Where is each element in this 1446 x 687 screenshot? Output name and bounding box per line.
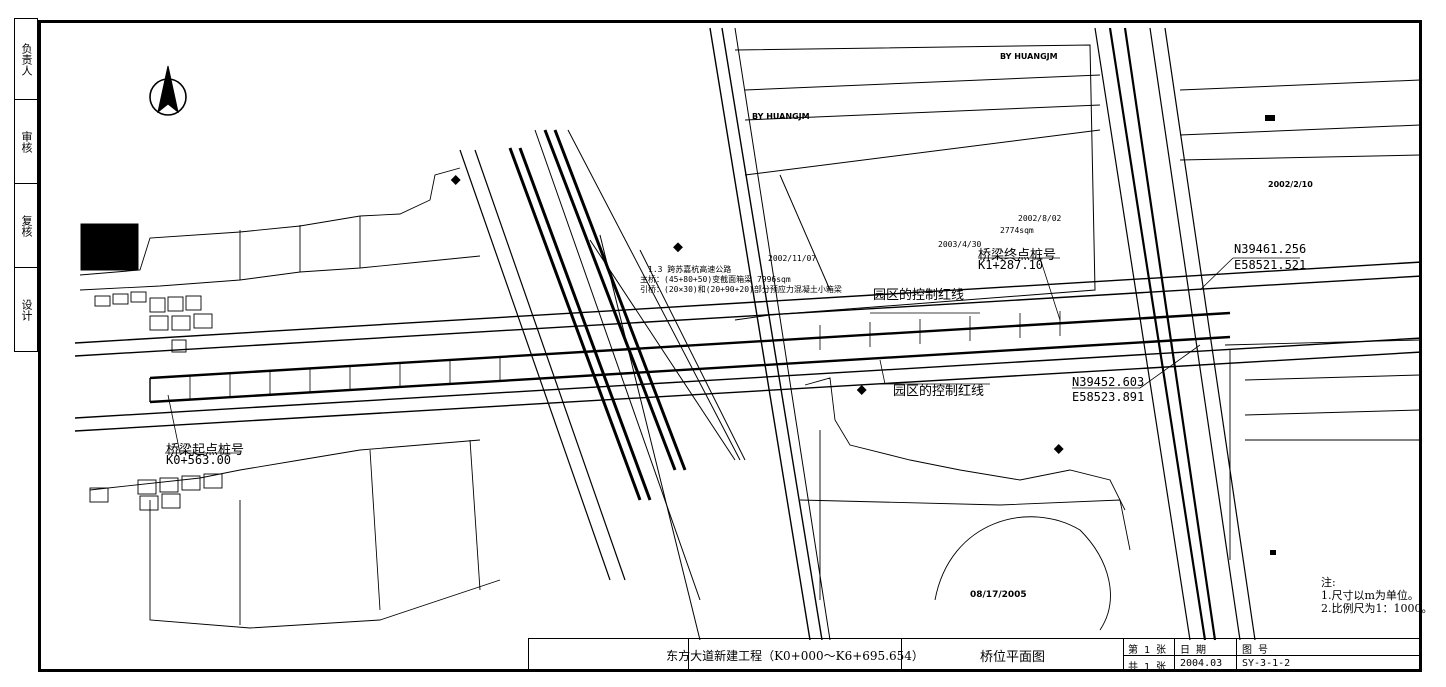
signature-cell-responsible: 负责人: [15, 19, 37, 99]
coordinate-north: N39452.603: [1072, 375, 1145, 389]
sheet-no-label: 第 1 张: [1128, 645, 1167, 656]
project-name: 东方大道新建工程（K0+000～K6+695.654）: [666, 639, 924, 672]
notes-block: 注: 1.尺寸以m为单位。 2.比例尺为1：1000。: [1321, 576, 1433, 615]
bridge-start-station: K0+563.00: [166, 453, 232, 467]
date-label: 08/17/2005: [970, 590, 1027, 600]
building-cluster: [89, 291, 223, 511]
title-block: 东方大道新建工程（K0+000～K6+695.654） 桥位平面图 第 1 张 …: [528, 638, 1421, 673]
date-value: 2004.03: [1180, 658, 1223, 669]
bridge-note: 主桥：(45+80+50)变截面箱梁 7996sqm: [640, 275, 791, 284]
redline-label-top: 园区的控制红线: [873, 288, 965, 303]
signature-label: 设计: [20, 299, 33, 321]
note-item: 1.尺寸以m为单位。: [1321, 589, 1419, 602]
note-item: 2.比例尺为1：1000。: [1321, 602, 1433, 615]
bridge-note: 1.3 跨苏嘉杭高速公路: [648, 265, 732, 274]
redline-label-bottom: 园区的控制红线: [893, 384, 985, 399]
building-block: [80, 223, 139, 271]
leader-lines: [165, 257, 1300, 454]
notes-title: 注:: [1321, 576, 1336, 589]
title-block-blank: [529, 639, 689, 672]
signature-label: 复核: [20, 215, 33, 237]
parcel-outlines: [734, 44, 1421, 441]
signature-cell-review: 审核: [15, 99, 37, 184]
bridge-end-station: K1+287.10: [978, 258, 1044, 272]
north-arrow-icon: [149, 65, 187, 116]
signature-column: 负责人 审核 复核 设计: [14, 18, 38, 352]
date-label: 2002/2/10: [1268, 180, 1313, 189]
expressway-corridor: [459, 129, 746, 641]
road-corridor: [74, 261, 1423, 432]
signature-cell-design: 设计: [15, 267, 37, 352]
date-label: 2002/8/02: [1018, 214, 1062, 223]
drawing-no-value: SY-3-1-2: [1242, 658, 1291, 669]
bridge-note: 引桥：(20×30)和(20+90+20)部分预应力混凝土小箱梁: [640, 285, 842, 294]
owner-label: BY HUANGJM: [1000, 52, 1058, 61]
date-label: 2003/4/30: [938, 240, 982, 249]
signature-cell-check: 复核: [15, 183, 37, 268]
signature-label: 审核: [20, 131, 33, 153]
drawing-no-caption: 图 号: [1242, 645, 1269, 656]
signature-label: 负责人: [20, 42, 33, 76]
area-label: 2774sqm: [1000, 226, 1034, 235]
total-sheets-label: 共 1 张: [1128, 662, 1167, 673]
coordinate-east: E58521.521: [1234, 258, 1307, 272]
land-plots: [79, 167, 1421, 631]
owner-label: BY HUANGJM: [752, 112, 810, 121]
coordinate-north: N39461.256: [1234, 242, 1307, 256]
bridge-spans: [189, 311, 1061, 400]
date-label: 2002/11/07: [768, 254, 817, 263]
bridge-end-label: 桥梁终点桩号: [978, 248, 1057, 263]
north-south-road: [709, 27, 1256, 641]
sheet-info: 第 1 张 共 1 张 日 期 2004.03 图 号 SY-3-1-2: [1124, 639, 1421, 673]
bridge-start-label: 桥梁起点桩号: [166, 443, 245, 458]
drawing-name: 桥位平面图: [902, 639, 1124, 672]
coordinate-east: E58523.891: [1072, 390, 1145, 404]
drawing-frame: [38, 20, 1422, 672]
date-caption: 日 期: [1180, 645, 1207, 656]
